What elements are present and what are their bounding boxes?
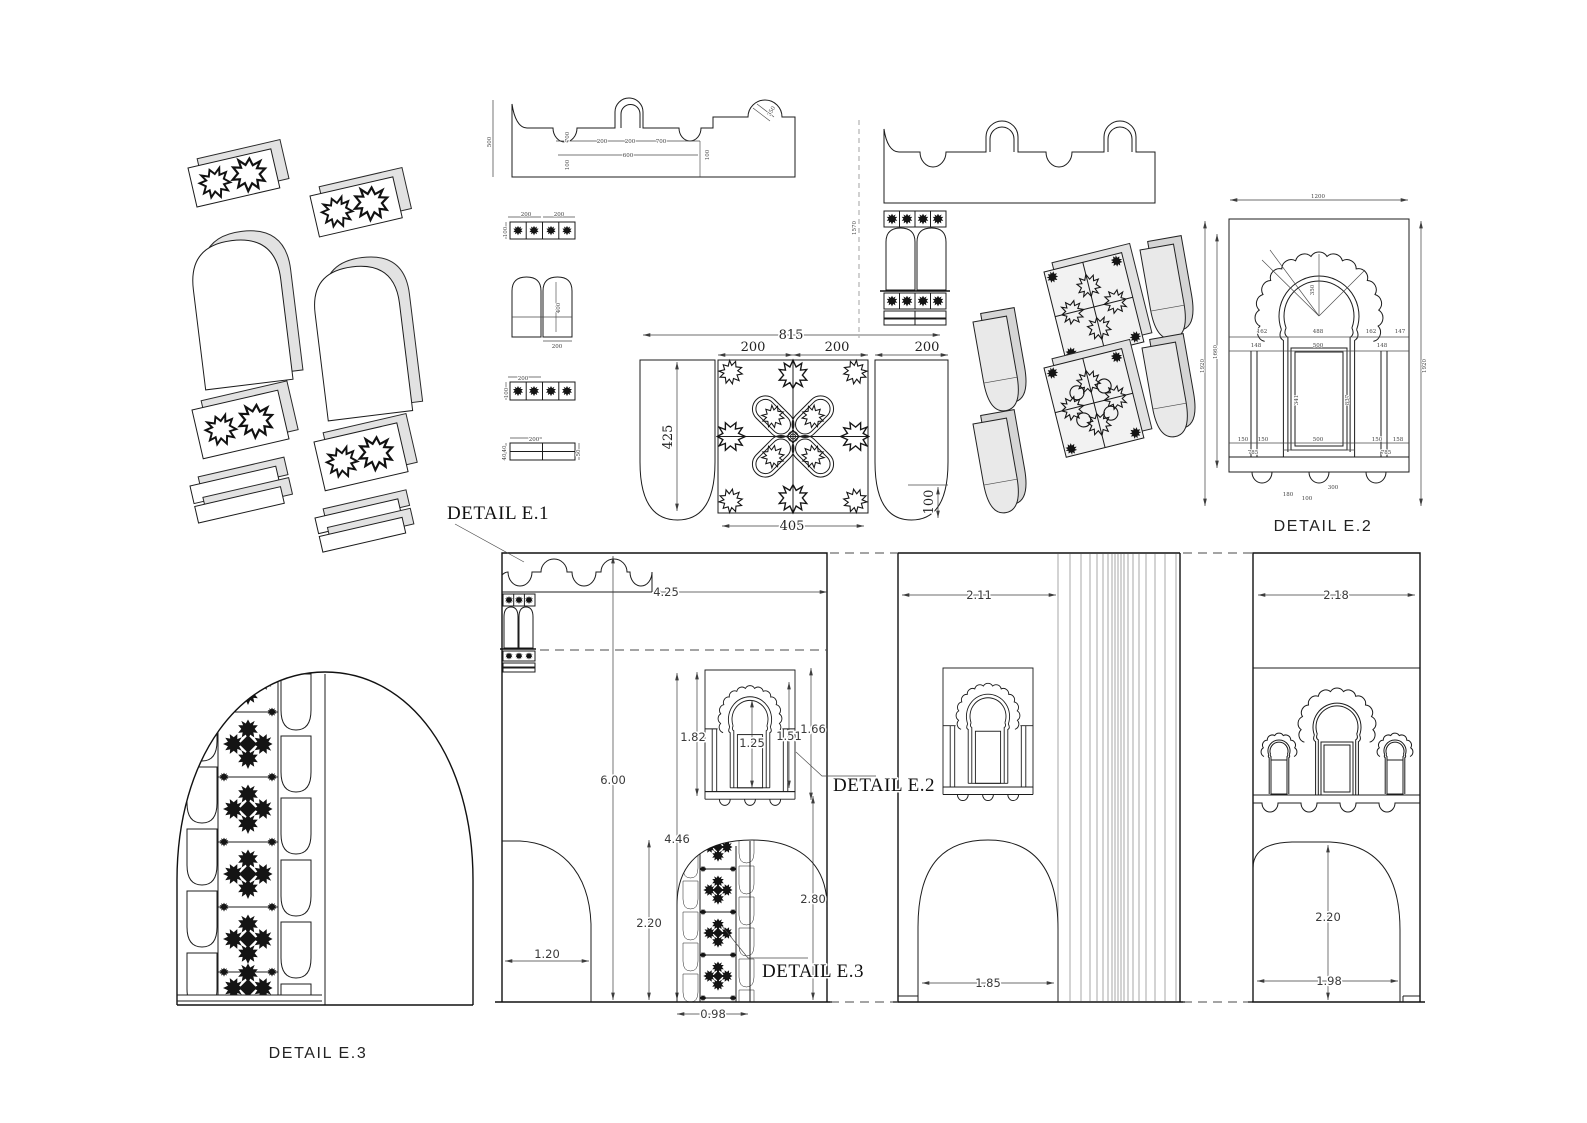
dim-tile-seg3: 200 xyxy=(915,340,940,355)
dim-e2-base3: 150 xyxy=(1372,437,1383,443)
dim-win-opening: 1.25 xyxy=(739,736,765,750)
dim-e2-base4: 158 xyxy=(1393,437,1404,443)
dim-mid-height: 4.46 xyxy=(664,832,690,846)
elevation-main xyxy=(454,523,876,1016)
dim-pa-left: 500 xyxy=(487,136,493,147)
dim-e2-bot1: 785 xyxy=(1381,450,1392,456)
dim-pa-m: 600 xyxy=(623,153,634,159)
dim-main-height: 6.00 xyxy=(600,773,626,787)
dim-e2-rad: 350 xyxy=(1310,284,1316,295)
dim-pa-r: 100 xyxy=(705,149,711,160)
dim-right-arch-height: 2.80 xyxy=(800,892,826,906)
dim-main-width: 4.25 xyxy=(653,585,679,599)
tile-ornament-detail xyxy=(639,333,949,528)
dim-pa-t2: 200 xyxy=(625,139,636,145)
dim-e2-jamb1: 500 xyxy=(1313,343,1324,349)
dim-e2-width: 2.11 xyxy=(966,588,992,602)
dim-win-inner: 1.51 xyxy=(776,729,802,743)
dim-e2-arch-width: 1.85 xyxy=(975,976,1001,990)
iso-components-right xyxy=(972,235,1196,514)
dim-s3-r: 50 xyxy=(576,449,582,456)
dim-win-height: 1.82 xyxy=(680,730,706,744)
dim-e2-left-inner: 1660 xyxy=(1213,345,1219,359)
dim-tile-total: 815 xyxy=(779,328,804,343)
detail-e3-arch xyxy=(176,671,474,1006)
label-detail-e1: DETAIL E.1 xyxy=(447,503,549,524)
dim-e2-arch2: 162 xyxy=(1366,329,1377,335)
dim-e3-arch-width: 1.98 xyxy=(1316,974,1342,988)
dim-tile-bottom: 405 xyxy=(780,519,805,534)
dim-pa-merlon: 350 xyxy=(767,105,778,118)
detail-e2-panel xyxy=(1203,198,1423,506)
dim-e2-bot0: 785 xyxy=(1248,450,1259,456)
dim-e2-arch3: 147 xyxy=(1395,329,1406,335)
dim-pa-t3: 700 xyxy=(656,139,667,145)
dim-left-arch-height: 2.20 xyxy=(636,916,662,930)
dim-s1-t1: 200 xyxy=(521,212,532,218)
dim-e2-base0: 150 xyxy=(1238,437,1249,443)
dim-e2-jamb0: 148 xyxy=(1251,343,1262,349)
elevation-2 xyxy=(893,552,1185,1003)
dim-s2-side: 100 xyxy=(504,387,510,398)
dim-e2-arch1: 488 xyxy=(1313,329,1324,335)
dim-e2-mid1: 837 xyxy=(1345,394,1351,405)
dim-e2-foot1: 100 xyxy=(1302,496,1313,502)
dim-e2-jamb2: 148 xyxy=(1377,343,1388,349)
dim-tile-band-width: 0.98 xyxy=(700,1007,726,1021)
dim-win-outer: 1.66 xyxy=(800,722,826,736)
dim-tile-height: 425 xyxy=(661,425,676,450)
dim-s1-side: 100 xyxy=(503,226,509,237)
dim-e2-left-outer: 1920 xyxy=(1200,359,1206,373)
dim-pa-t1: 200 xyxy=(597,139,608,145)
dashed-connectors xyxy=(830,552,1253,1003)
dim-s3-s2: 40 xyxy=(502,453,508,460)
caption-detail-e3: DETAIL E.3 xyxy=(269,1045,368,1062)
dim-e3-arch-height: 2.20 xyxy=(1315,910,1341,924)
parapet-profile-b xyxy=(858,120,1156,338)
iso-components-left xyxy=(187,138,424,553)
dim-e2-arch0: 162 xyxy=(1257,329,1268,335)
dim-s3-s1: 40 xyxy=(502,445,508,452)
dim-left-arch-width: 1.20 xyxy=(534,947,560,961)
dim-s1-t2: 200 xyxy=(554,212,565,218)
dim-s3-t: 200 xyxy=(529,437,540,443)
dim-tile-seg2: 200 xyxy=(825,340,850,355)
elevation-3 xyxy=(1248,552,1425,1003)
dim-pa-v1: 700 xyxy=(565,131,571,142)
dim-tile-corner: 100 xyxy=(922,490,937,515)
dim-e2-mid0: 341 xyxy=(1294,395,1300,406)
dim-e2-foot2: 300 xyxy=(1328,485,1339,491)
dim-e2-base1: 150 xyxy=(1258,437,1269,443)
dim-tile-seg1: 200 xyxy=(741,340,766,355)
dim-ap-b: 200 xyxy=(552,344,563,350)
dim-e2-top: 1200 xyxy=(1311,194,1325,200)
dim-e2-base2: 500 xyxy=(1313,437,1324,443)
dim-s2-t: 200 xyxy=(518,376,529,382)
dim-pb-height: 1570 xyxy=(852,221,858,235)
dim-e3-width: 2.18 xyxy=(1323,588,1349,602)
parapet-profile-a xyxy=(492,97,796,178)
dim-e2-right: 1920 xyxy=(1422,359,1428,373)
label-detail-e3: DETAIL E.3 xyxy=(762,961,864,982)
dim-ap-v: 400 xyxy=(556,302,562,313)
strip-components xyxy=(505,216,580,461)
label-detail-e2: DETAIL E.2 xyxy=(833,775,935,796)
caption-detail-e2: DETAIL E.2 xyxy=(1274,518,1373,535)
dim-pa-v2: 100 xyxy=(565,159,571,170)
dim-e2-foot0: 180 xyxy=(1283,492,1294,498)
